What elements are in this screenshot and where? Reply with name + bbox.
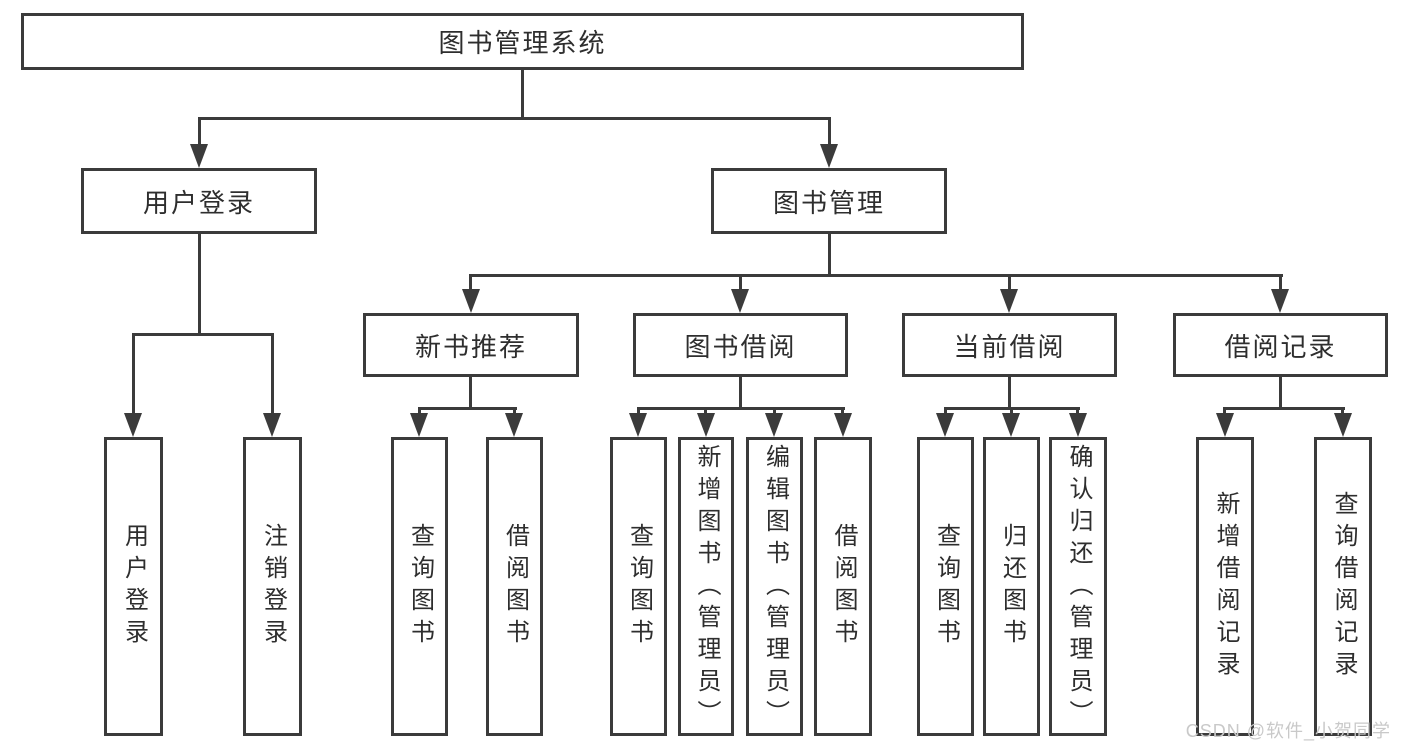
node-current-borrowing: 当前借阅	[902, 313, 1117, 377]
arrow-down-icon	[629, 413, 647, 437]
leaf-label: 新增借阅记录	[1212, 490, 1239, 683]
node-library-management-system: 图书管理系统	[21, 13, 1024, 70]
arrow-down-icon	[124, 413, 142, 437]
connector-line	[418, 407, 517, 410]
leaf-query-books-current: 查询图书	[917, 437, 974, 736]
leaf-add-borrow-record: 新增借阅记录	[1196, 437, 1254, 736]
watermark: CSDN @软件_小贺同学	[1185, 721, 1391, 741]
leaf-label: 注销登录	[259, 522, 287, 651]
arrow-down-icon	[697, 413, 715, 437]
connector-line	[841, 407, 844, 415]
connector-line	[739, 377, 742, 409]
leaf-label: 查询图书	[406, 522, 434, 651]
leaf-label: 确认归还（管理员）	[1065, 444, 1092, 732]
connector-line	[704, 407, 707, 415]
arrow-down-icon	[834, 413, 852, 437]
node-book-management: 图书管理	[711, 168, 947, 234]
arrow-down-icon	[1334, 413, 1352, 437]
connector-line	[739, 274, 742, 289]
arrow-down-icon	[462, 289, 480, 313]
leaf-logout: 注销登录	[243, 437, 302, 736]
leaf-query-books-borrowing: 查询图书	[610, 437, 667, 736]
leaf-label: 归还图书	[998, 522, 1026, 651]
arrow-down-icon	[1002, 413, 1020, 437]
arrow-down-icon	[1000, 289, 1018, 313]
connector-line	[513, 407, 516, 415]
leaf-label: 用户登录	[120, 522, 148, 651]
connector-line	[828, 234, 831, 277]
node-new-book-recommend: 新书推荐	[363, 313, 579, 377]
node-label: 借阅记录	[1224, 331, 1337, 362]
leaf-label: 新增图书（管理员）	[693, 444, 720, 732]
arrow-down-icon	[765, 413, 783, 437]
leaf-query-books-recommend: 查询图书	[391, 437, 448, 736]
connector-line	[637, 407, 845, 410]
node-label: 图书管理	[772, 187, 885, 218]
leaf-label: 编辑图书（管理员）	[761, 444, 789, 732]
connector-line	[198, 117, 831, 120]
node-book-borrowing: 图书借阅	[633, 313, 848, 377]
connector-line	[1008, 274, 1011, 289]
node-user-login: 用户登录	[81, 168, 317, 234]
leaf-borrow-books: 借阅图书	[814, 437, 872, 736]
connector-line	[1279, 274, 1282, 289]
leaf-label: 查询借阅记录	[1330, 490, 1357, 683]
leaf-confirm-return-admin: 确认归还（管理员）	[1049, 437, 1107, 736]
arrow-down-icon	[1216, 413, 1234, 437]
arrow-down-icon	[263, 413, 281, 437]
leaf-return-books: 归还图书	[983, 437, 1040, 736]
connector-line	[132, 333, 274, 336]
connector-line	[637, 407, 640, 415]
connector-line	[271, 333, 274, 413]
arrow-down-icon	[820, 144, 838, 168]
connector-line	[1010, 407, 1013, 415]
connector-line	[1076, 407, 1079, 415]
leaf-query-borrow-record: 查询借阅记录	[1314, 437, 1372, 736]
arrow-down-icon	[936, 413, 954, 437]
node-label: 图书借阅	[684, 331, 797, 362]
connector-line	[944, 407, 947, 415]
connector-line	[198, 117, 201, 144]
connector-line	[1224, 407, 1345, 410]
leaf-edit-books-admin: 编辑图书（管理员）	[746, 437, 803, 736]
arrow-down-icon	[190, 144, 208, 168]
node-label: 当前借阅	[953, 331, 1066, 362]
leaf-label: 查询图书	[625, 522, 653, 651]
connector-line	[469, 377, 472, 409]
connector-line	[418, 407, 421, 415]
leaf-label: 查询图书	[932, 522, 960, 651]
connector-line	[773, 407, 776, 415]
connector-line	[132, 333, 135, 413]
leaf-user-login: 用户登录	[104, 437, 163, 736]
leaf-add-books-admin: 新增图书（管理员）	[678, 437, 734, 736]
connector-line	[1279, 377, 1282, 409]
leaf-label: 借阅图书	[830, 522, 857, 651]
connector-line	[1341, 407, 1344, 415]
leaf-borrow-books-recommend: 借阅图书	[486, 437, 543, 736]
arrow-down-icon	[505, 413, 523, 437]
node-label: 用户登录	[142, 187, 255, 218]
connector-line	[521, 70, 524, 118]
connector-line	[828, 117, 831, 144]
leaf-label: 借阅图书	[501, 522, 529, 651]
node-label: 图书管理系统	[438, 28, 607, 58]
connector-line	[198, 234, 201, 336]
arrow-down-icon	[410, 413, 428, 437]
node-borrowing-records: 借阅记录	[1173, 313, 1388, 377]
connector-line	[1008, 377, 1011, 409]
arrow-down-icon	[1271, 289, 1289, 313]
connector-line	[469, 274, 472, 289]
arrow-down-icon	[731, 289, 749, 313]
connector-line	[1223, 407, 1226, 415]
connector-line	[469, 274, 1283, 277]
arrow-down-icon	[1069, 413, 1087, 437]
node-label: 新书推荐	[414, 331, 527, 362]
